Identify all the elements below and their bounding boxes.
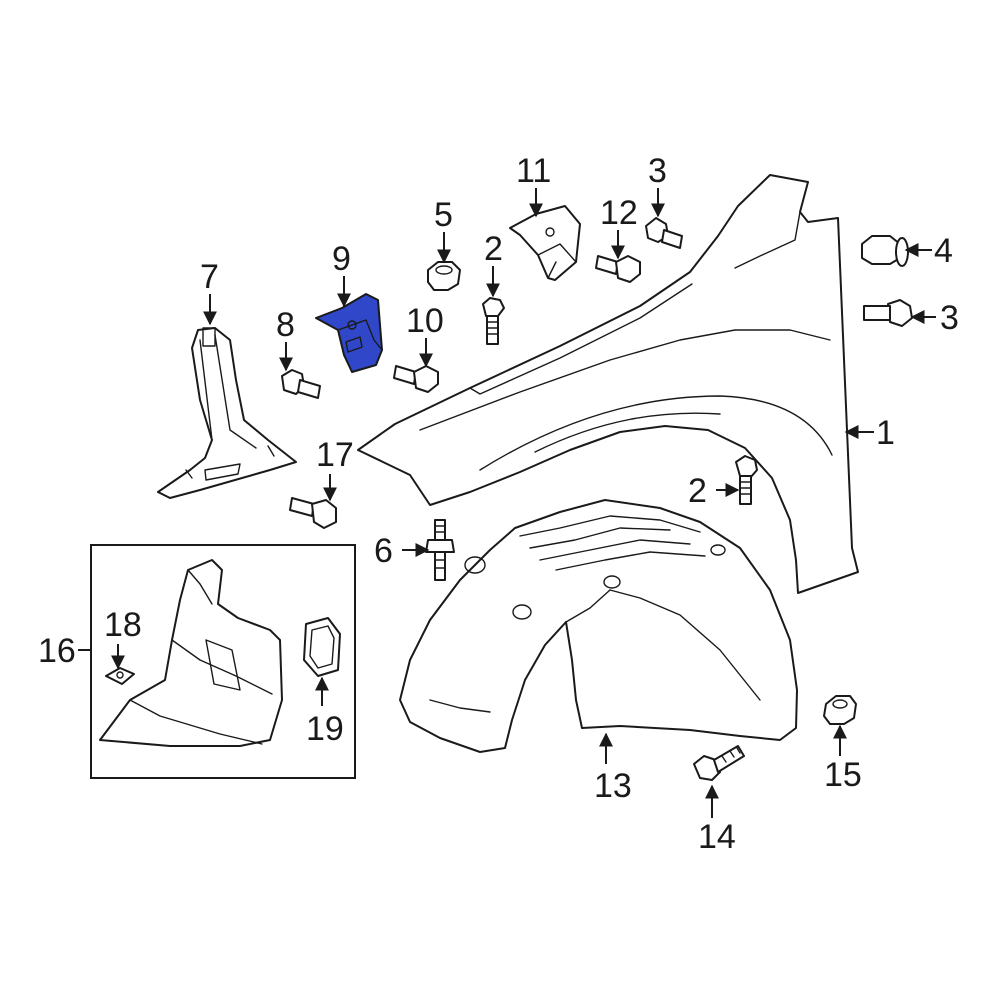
- splash-shield-part-16[interactable]: [99, 559, 283, 747]
- stud-part-6[interactable]: [425, 519, 455, 581]
- clip-nut-part-18[interactable]: [105, 667, 135, 685]
- bolt-part-17[interactable]: [289, 497, 337, 529]
- callout-2-lower: 2: [688, 472, 707, 510]
- inset-frame: [90, 544, 356, 779]
- callout-7: 7: [200, 258, 219, 296]
- nut-part-5[interactable]: [427, 261, 461, 291]
- callout-9: 9: [332, 240, 351, 278]
- bolt-part-3-right[interactable]: [863, 299, 913, 327]
- callout-2-upper: 2: [484, 230, 503, 268]
- callout-labels: 1 2 2 3 3 4 5 6 7 8 9 10 11 12 13 14 15 …: [38, 152, 959, 856]
- callout-18: 18: [104, 606, 142, 644]
- callout-13: 13: [594, 767, 632, 805]
- callout-16: 16: [38, 632, 76, 670]
- callout-3-right: 3: [940, 299, 959, 337]
- callout-3-upper: 3: [648, 152, 667, 190]
- callout-14: 14: [698, 818, 736, 856]
- leader-lines: [78, 188, 936, 818]
- nut-part-15[interactable]: [823, 695, 857, 725]
- bracket-part-7[interactable]: [157, 327, 297, 499]
- callout-6: 6: [374, 532, 393, 570]
- bolt-part-2-lower[interactable]: [735, 455, 758, 505]
- fender-part-1[interactable]: [357, 174, 859, 594]
- bracket-part-11[interactable]: [509, 205, 581, 281]
- screw-part-14[interactable]: [693, 745, 745, 781]
- callout-5: 5: [434, 196, 453, 234]
- callout-12: 12: [600, 194, 638, 232]
- callout-10: 10: [406, 302, 444, 340]
- callout-8: 8: [276, 306, 295, 344]
- callout-4: 4: [934, 232, 953, 270]
- grommet-part-19[interactable]: [303, 617, 341, 677]
- callout-1: 1: [876, 414, 895, 452]
- callout-19: 19: [306, 710, 344, 748]
- bolt-part-10[interactable]: [393, 365, 439, 393]
- bolt-part-3-upper[interactable]: [645, 217, 683, 249]
- callout-11: 11: [516, 152, 551, 190]
- bolt-part-2-upper[interactable]: [482, 297, 505, 345]
- bracket-part-9-highlighted[interactable]: [315, 293, 383, 373]
- bolt-part-12[interactable]: [595, 255, 641, 283]
- bolt-part-8[interactable]: [281, 369, 321, 399]
- callout-15: 15: [824, 756, 862, 794]
- rivet-nut-part-4[interactable]: [861, 235, 909, 267]
- callout-17: 17: [316, 436, 354, 474]
- wheel-liner-part-13[interactable]: [399, 499, 798, 753]
